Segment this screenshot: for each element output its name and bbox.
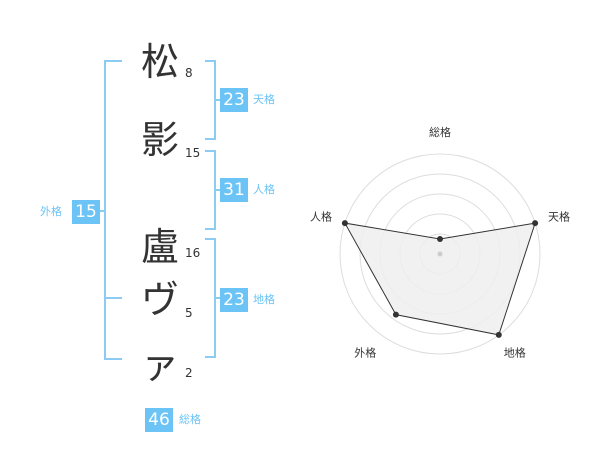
chikaku-label: 地格 xyxy=(253,293,275,306)
radar-data-area xyxy=(343,222,536,336)
chikaku-badge: 23 xyxy=(220,288,248,312)
jinkaku-label: 人格 xyxy=(253,183,275,196)
radar-axis-label: 地格 xyxy=(504,346,526,360)
chikaku-connector xyxy=(214,297,220,299)
radar-data-point xyxy=(532,220,539,227)
tenkaku-label: 天格 xyxy=(253,93,275,106)
gaikaku-connector xyxy=(98,210,106,212)
radar-data-point xyxy=(437,236,443,242)
gaikaku-label: 外格 xyxy=(40,205,62,218)
stroke-count: 2 xyxy=(185,366,193,380)
radar-grid-ring xyxy=(339,153,541,355)
jinkaku-connector xyxy=(214,189,220,191)
name-character: 盧 xyxy=(140,225,179,269)
tenkaku-badge: 23 xyxy=(220,88,248,112)
soukaku-label: 総格 xyxy=(179,413,201,426)
stroke-count: 8 xyxy=(185,66,193,80)
radar-center-dot xyxy=(437,251,443,257)
tenkaku-connector xyxy=(214,99,220,101)
name-character: 松 xyxy=(140,40,179,84)
radar-axis-label: 人格 xyxy=(310,209,332,223)
name-character: ヴ xyxy=(140,278,179,322)
radar-data-point xyxy=(392,311,399,318)
radar-axis-label: 総格 xyxy=(429,125,451,139)
name-character: 影 xyxy=(140,118,179,162)
name-character: ァ xyxy=(140,343,179,387)
radar-data-point xyxy=(341,220,348,227)
gaikaku-badge: 15 xyxy=(72,200,100,224)
radar-data-point xyxy=(495,331,502,338)
gaikaku-split-tick xyxy=(104,297,122,299)
soukaku-badge: 46 xyxy=(145,408,173,432)
radar-axis-label: 天格 xyxy=(548,209,570,223)
stroke-count: 16 xyxy=(185,246,201,260)
jinkaku-badge: 31 xyxy=(220,178,248,202)
stroke-count: 5 xyxy=(185,306,193,320)
radar-axis-label: 外格 xyxy=(354,346,376,360)
gaikaku-bracket xyxy=(104,60,122,360)
stroke-count: 15 xyxy=(185,146,201,160)
